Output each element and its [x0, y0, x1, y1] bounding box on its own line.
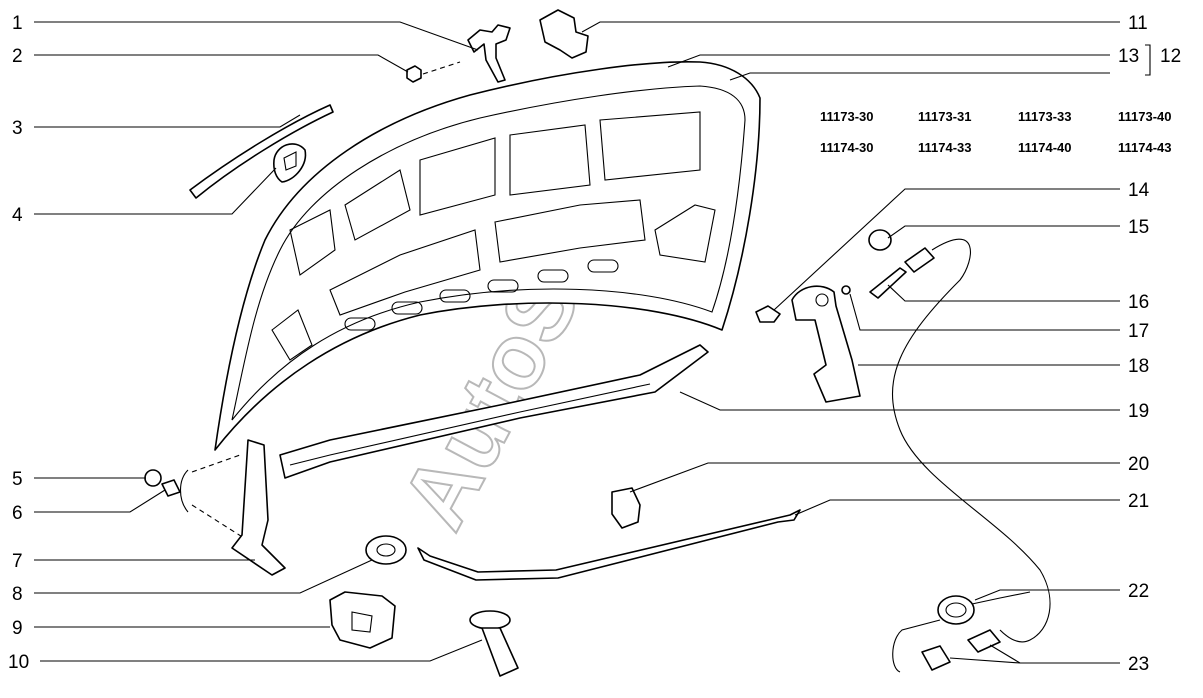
leader-lines	[34, 21, 1151, 664]
bump-stop	[539, 9, 589, 59]
variant-code: 11173-30	[820, 109, 874, 124]
hood-reinforcement	[279, 344, 709, 479]
callout-8: 8	[12, 584, 23, 605]
callout-23: 23	[1128, 654, 1149, 675]
callout-4: 4	[12, 205, 23, 226]
callout-numbers: 1 2 3 4 5 6 7 8 9 10 11 13 12 14 15 16 1…	[8, 13, 1181, 675]
callout-15: 15	[1128, 217, 1149, 238]
grommet	[365, 535, 407, 565]
callout-6: 6	[12, 503, 23, 524]
callout-11: 11	[1128, 13, 1148, 34]
plug	[868, 229, 892, 251]
callout-17: 17	[1128, 321, 1149, 342]
hood-seal-strip	[189, 104, 334, 199]
callout-3: 3	[12, 118, 23, 139]
callout-14: 14	[1128, 180, 1150, 201]
variant-code: 11174-33	[918, 140, 972, 155]
rubber-buffer	[469, 610, 519, 677]
callout-7: 7	[12, 551, 23, 572]
callout-10: 10	[8, 652, 29, 673]
callout-9: 9	[12, 618, 23, 639]
prop-rod-holder	[329, 591, 396, 649]
callout-19: 19	[1128, 401, 1149, 422]
release-handle	[791, 285, 861, 403]
hood-panel	[214, 60, 761, 451]
release-cable	[892, 238, 1051, 643]
variant-code: 11173-40	[1118, 109, 1172, 124]
callout-13: 13	[1118, 46, 1139, 67]
variant-code: 11174-30	[820, 140, 874, 155]
variant-code: 11173-33	[1018, 109, 1072, 124]
cable-end	[869, 247, 935, 299]
callout-18: 18	[1128, 356, 1149, 377]
callout-20: 20	[1128, 454, 1149, 475]
variant-code: 11173-31	[918, 109, 972, 124]
rod-clip	[611, 487, 641, 529]
hinge-washer	[144, 469, 162, 487]
variant-code: 11174-40	[1018, 140, 1072, 155]
variant-codes: 11173-30 11173-31 11173-33 11173-40 1117…	[820, 109, 1172, 155]
callout-22: 22	[1128, 581, 1149, 602]
callout-21: 21	[1128, 491, 1149, 512]
latch-nut	[406, 61, 461, 83]
cable-spring	[892, 591, 1031, 673]
callout-1: 1	[12, 13, 23, 34]
callout-12: 12	[1160, 46, 1181, 67]
seal-clip	[273, 143, 307, 183]
hood-hinge	[231, 439, 286, 576]
callout-5: 5	[12, 469, 23, 490]
variant-code: 11174-43	[1118, 140, 1172, 155]
callout-2: 2	[12, 46, 23, 67]
retaining-washer	[841, 285, 851, 295]
hinge-bolt	[161, 479, 181, 497]
callout-16: 16	[1128, 292, 1149, 313]
cable-sleeves	[921, 629, 1001, 671]
hood-prop-rod	[417, 509, 801, 581]
hood-latch-hook	[467, 24, 511, 83]
